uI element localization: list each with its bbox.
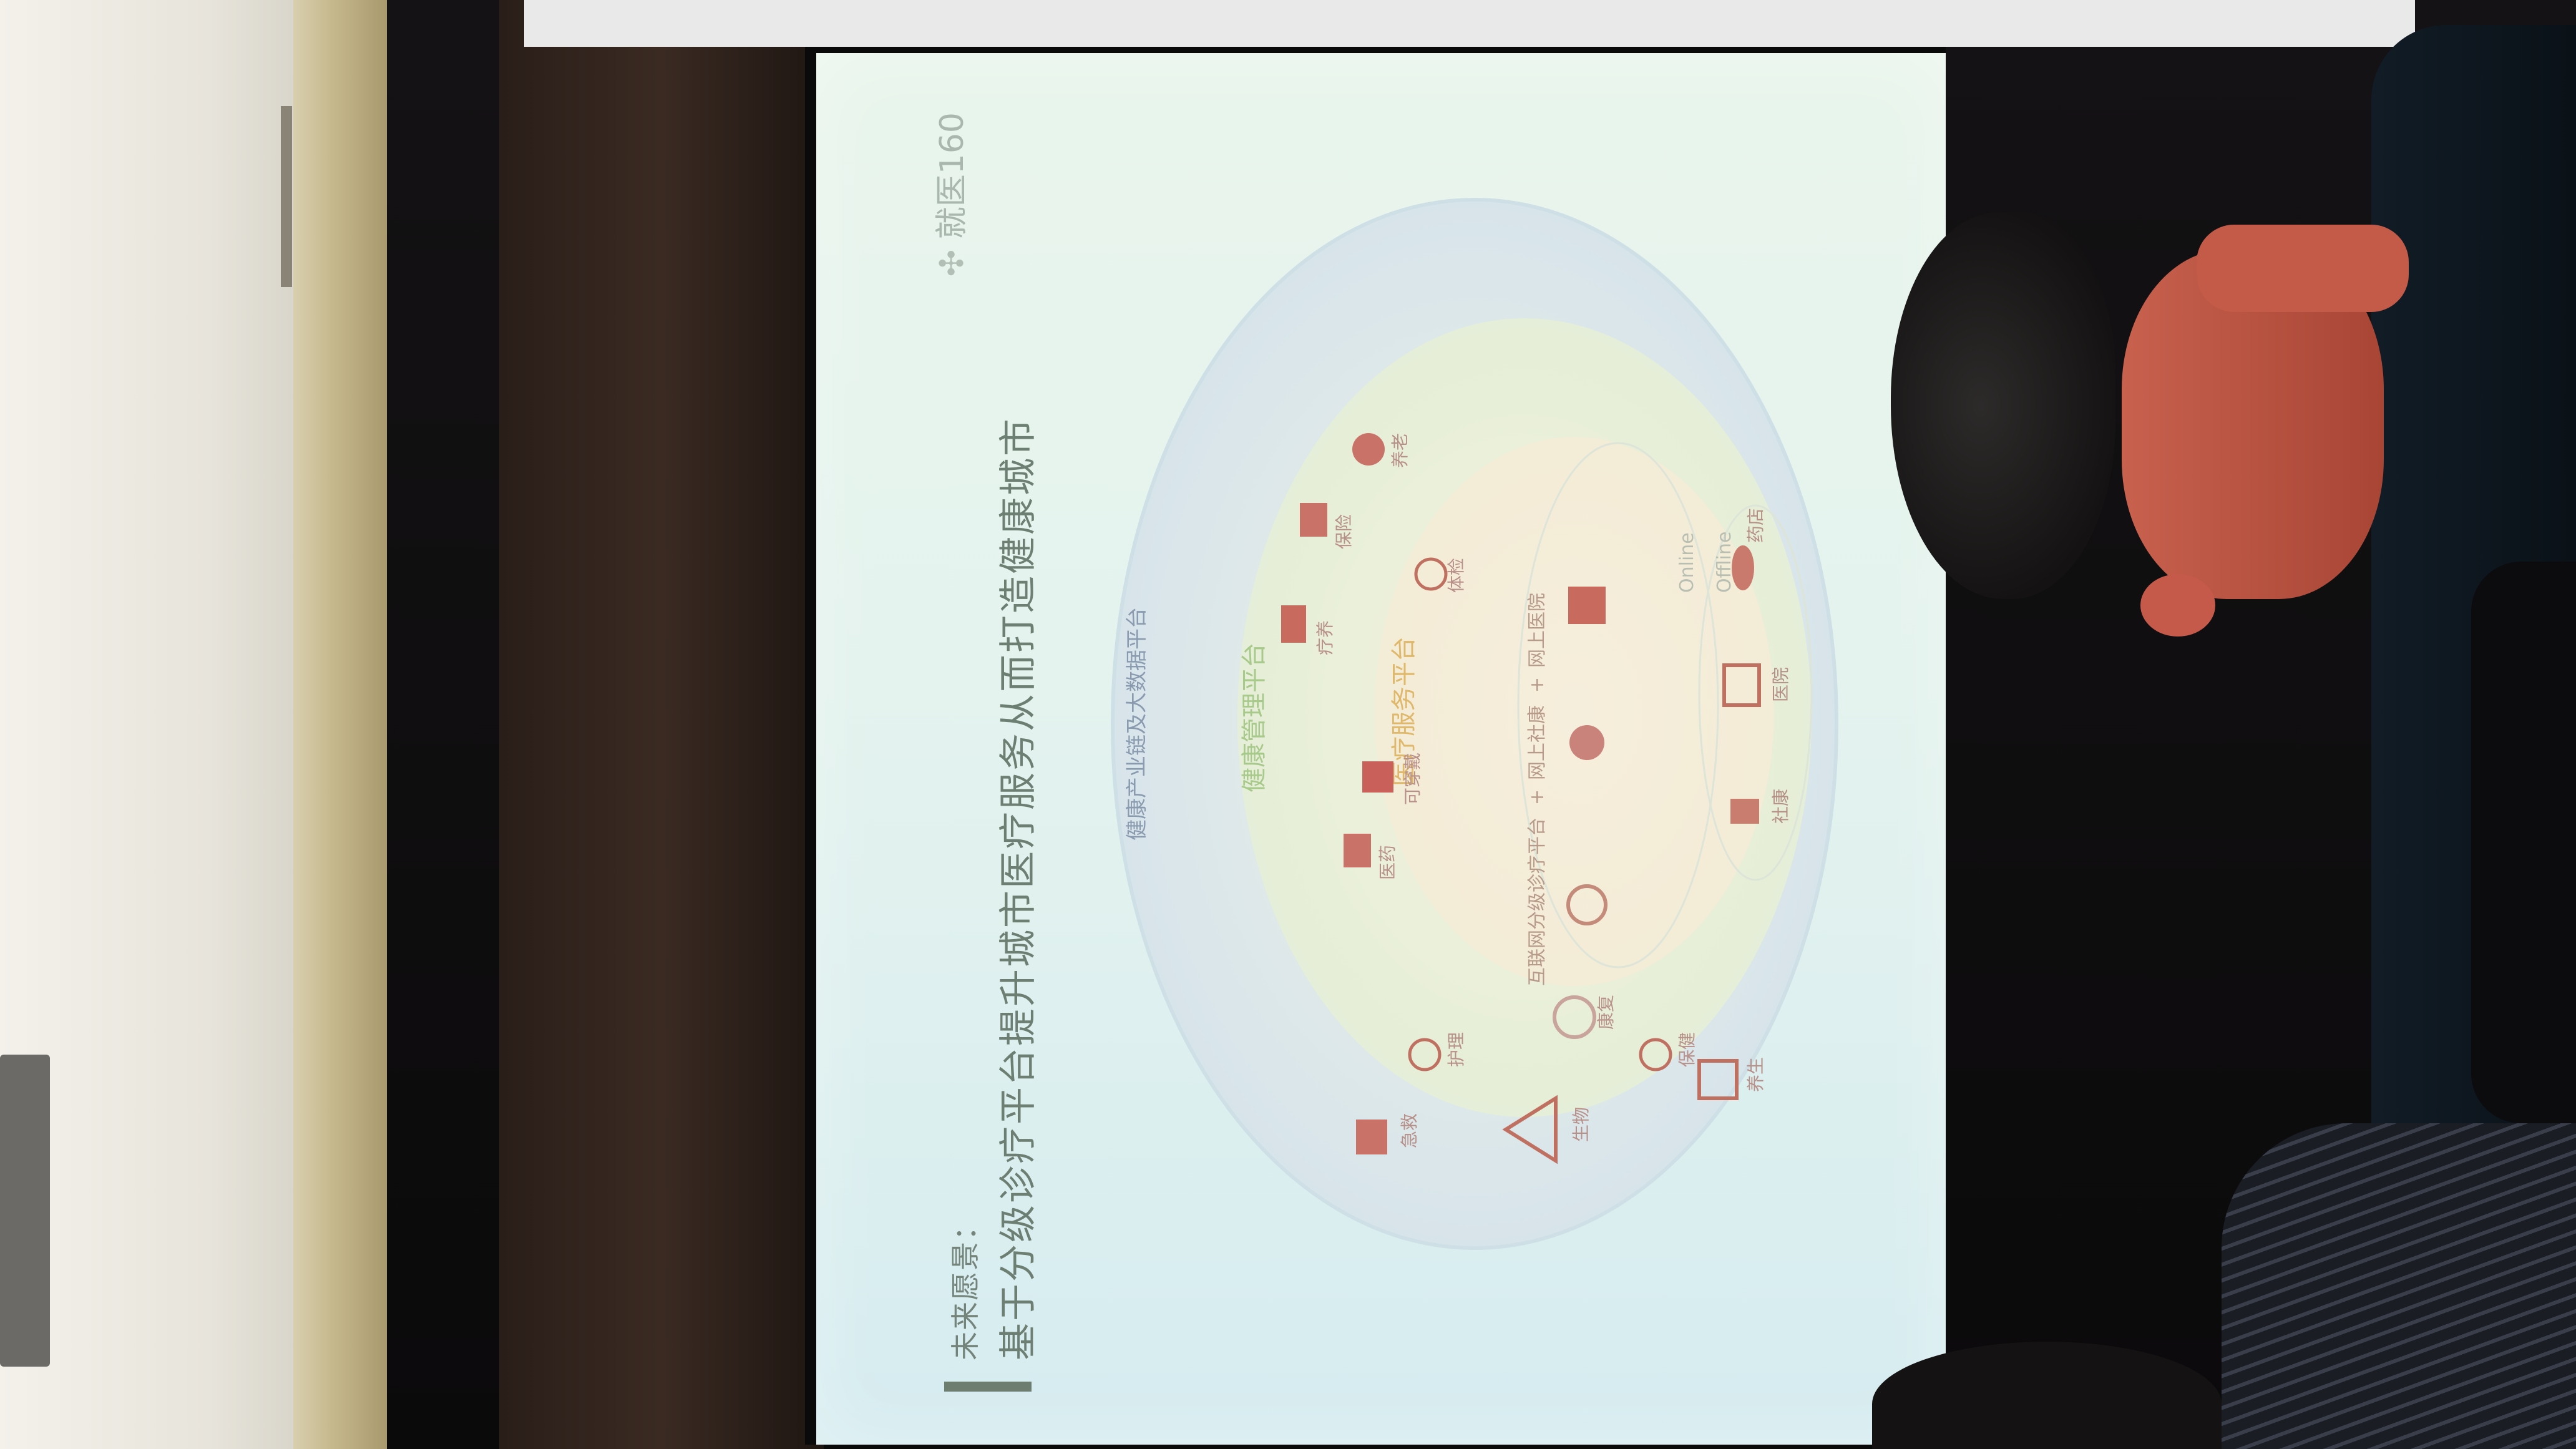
- presenter-ear: [2140, 574, 2215, 637]
- biology-icon: [1502, 1095, 1558, 1164]
- left-item: 急救: [1399, 1113, 1420, 1148]
- projection-screen: 未来愿景： 基于分级诊疗平台提升城市医疗服务从而打造健康城市 ✣ 就医160: [805, 47, 1946, 1445]
- audience-member: [1872, 1342, 2222, 1449]
- online-ring: [1517, 442, 1719, 968]
- health-icon: [1639, 1038, 1672, 1071]
- brand-text: 就医160: [934, 112, 971, 240]
- brand-logo: ✣ 就医160: [925, 112, 972, 276]
- formula-part2: 网上社康: [1526, 705, 1548, 780]
- wall-panel: [0, 1055, 50, 1367]
- formula-plus2: +: [1526, 677, 1548, 693]
- middle-label: 健康管理平台: [1240, 643, 1269, 793]
- offline-item: 药店: [1745, 508, 1766, 543]
- outer-item: 医药: [1377, 845, 1398, 880]
- offline-ring: [1698, 504, 1813, 881]
- online-label: Online: [1676, 532, 1698, 593]
- outer-item: 保险: [1334, 514, 1354, 549]
- nurse-icon: [1408, 1038, 1442, 1071]
- offline-items: 社康 医院 药店: [1722, 508, 1791, 824]
- left-item: 康复: [1596, 995, 1616, 1030]
- elderly-care-icon: [1352, 433, 1385, 466]
- ambulance-icon: [1281, 605, 1306, 643]
- outer-item: 体检: [1446, 558, 1466, 593]
- curtain: [499, 0, 824, 1449]
- search-person-icon: [1569, 725, 1604, 760]
- outer-item: 养老: [1390, 433, 1410, 468]
- insurance-icon: [1300, 503, 1327, 537]
- door-frame: [293, 0, 387, 1449]
- care-home-icon: [1697, 1059, 1739, 1100]
- formula-part3: 网上医院: [1526, 593, 1548, 668]
- outer-label: 健康产业链及大数据平台: [1125, 607, 1149, 841]
- slide-title-line1: 未来愿景：: [949, 1211, 982, 1360]
- wearable-icon: [1362, 761, 1393, 793]
- formula-icons: [1566, 587, 1608, 925]
- left-items: 养生 生物 急救 保健 康复 护理: [1356, 995, 1766, 1164]
- formula-row: 互联网分级诊疗平台 + 网上社康 + 网上医院: [1526, 593, 1548, 986]
- outer-item: 可穿戴: [1402, 753, 1423, 805]
- outer-item: 疗养: [1315, 620, 1335, 655]
- presenter-hand: [2197, 225, 2409, 312]
- brand-icon: ✣: [934, 239, 971, 277]
- left-item: 生物: [1571, 1107, 1591, 1142]
- offline-label: Offline: [1714, 532, 1735, 593]
- stethoscope-icon: [1414, 557, 1448, 591]
- hospital-cross-icon: [1722, 663, 1761, 707]
- inner-ellipse: [1375, 437, 1774, 986]
- ecosystem-diagram: 健康产业链及大数据平台 健康管理平台 医疗服务平台 互联网分级诊疗平台 + 网上…: [1111, 198, 1838, 1250]
- globe-icon: [1566, 884, 1608, 925]
- door-hinge: [281, 106, 292, 287]
- formula-plus1: +: [1526, 789, 1548, 805]
- pill-icon: [1732, 545, 1754, 590]
- slide-title-line2: 基于分级诊疗平台提升城市医疗服务从而打造健康城市: [997, 417, 1040, 1360]
- left-item: 养生: [1745, 1057, 1766, 1092]
- left-item: 保健: [1677, 1032, 1697, 1067]
- ceiling-strip: [524, 0, 2415, 47]
- offline-item: 社康: [1770, 789, 1791, 824]
- left-item: 护理: [1446, 1032, 1466, 1067]
- offline-item: 医院: [1770, 667, 1791, 702]
- outer-items: 医药 可穿戴 体检 养老 保险 疗养: [1281, 433, 1466, 880]
- audience-member: [2471, 562, 2576, 1123]
- audience-member: [2222, 1123, 2576, 1449]
- title-accent-bar: [944, 1382, 1032, 1392]
- slide: 未来愿景： 基于分级诊疗平台提升城市医疗服务从而打造健康城市 ✣ 就医160: [869, 69, 1893, 1429]
- hospital-icon: [1568, 587, 1606, 624]
- pharmacy-icon: [1344, 834, 1371, 867]
- formula-part1: 互联网分级诊疗平台: [1526, 817, 1548, 986]
- presenter-head: [1891, 212, 2115, 599]
- first-aid-icon: [1356, 1120, 1387, 1154]
- community-clinic-icon: [1730, 799, 1759, 824]
- rehab-icon: [1553, 995, 1596, 1039]
- inner-label: 医疗服务平台: [1390, 637, 1418, 786]
